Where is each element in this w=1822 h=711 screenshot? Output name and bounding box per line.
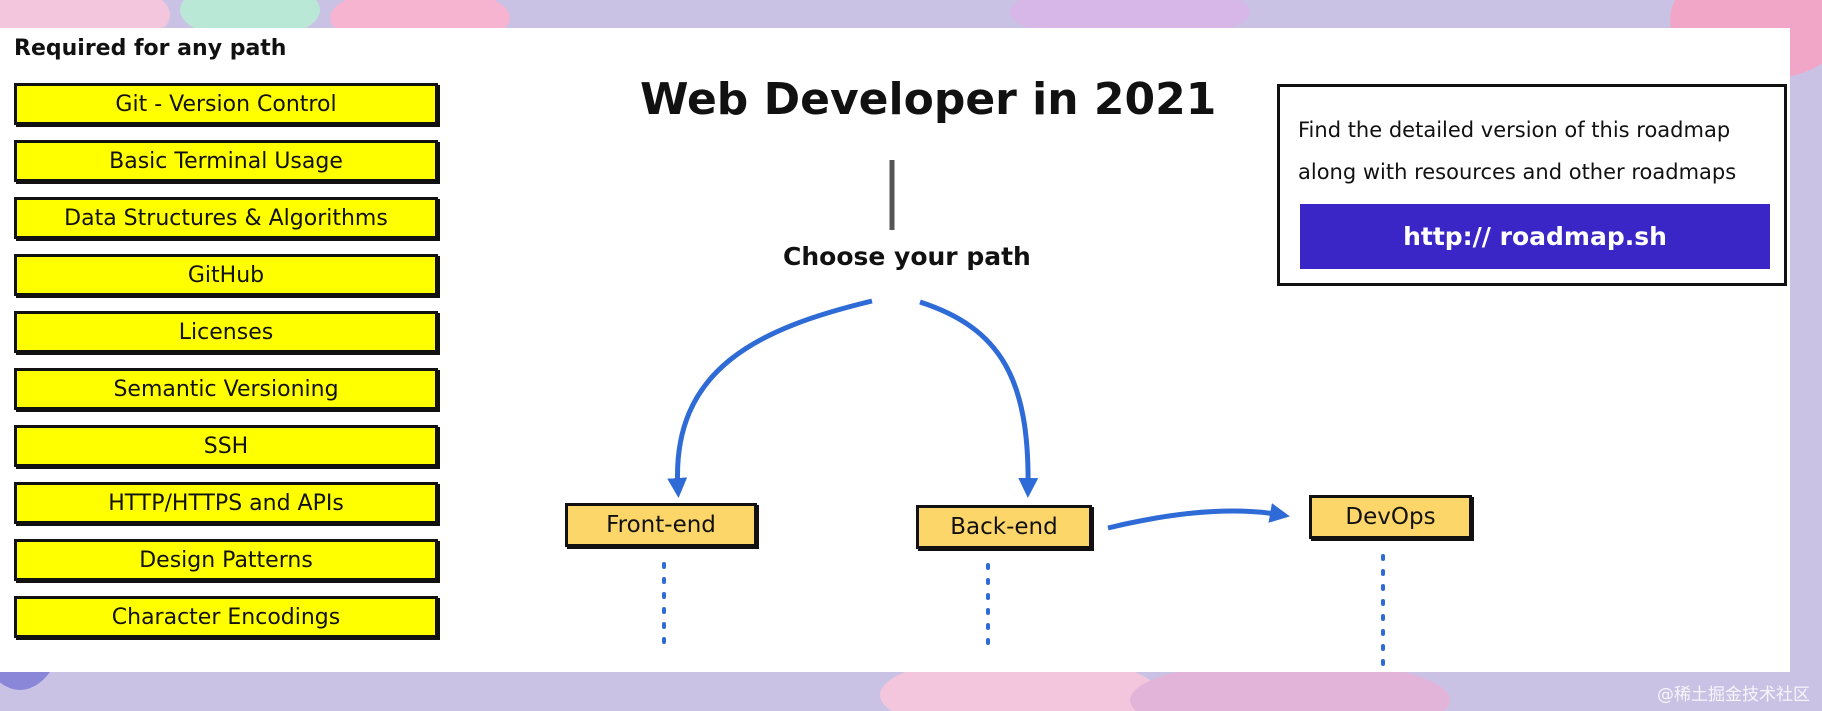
info-text: Find the detailed version of this roadma… (1298, 109, 1778, 193)
topic-licenses[interactable]: Licenses (14, 311, 438, 353)
topic-design-patterns[interactable]: Design Patterns (14, 539, 438, 581)
topic-data-structures[interactable]: Data Structures & Algorithms (14, 197, 438, 239)
arrow-to-devops (1107, 503, 1290, 531)
topic-git[interactable]: Git - Version Control (14, 83, 438, 125)
roadmap-link-button[interactable]: http:// roadmap.sh (1300, 204, 1770, 269)
topic-semantic-versioning[interactable]: Semantic Versioning (14, 368, 438, 410)
watermark: @稀土掘金技术社区 (1657, 685, 1810, 705)
roadmap-title: Web Developer in 2021 (640, 74, 1217, 125)
arrow-to-backend (919, 299, 1039, 498)
required-section-heading: Required for any path (14, 36, 287, 61)
topic-terminal[interactable]: Basic Terminal Usage (14, 140, 438, 182)
topic-github[interactable]: GitHub (14, 254, 438, 296)
info-line-1: Find the detailed version of this roadma… (1298, 118, 1731, 142)
info-line-2: along with resources and other roadmaps (1298, 160, 1737, 184)
path-backend[interactable]: Back-end (916, 505, 1092, 549)
required-topics-list: Git - Version Control Basic Terminal Usa… (14, 83, 438, 653)
path-frontend[interactable]: Front-end (565, 503, 757, 547)
path-devops[interactable]: DevOps (1309, 495, 1472, 539)
info-box: Find the detailed version of this roadma… (1277, 84, 1787, 286)
choose-path-label: Choose your path (783, 242, 1031, 271)
topic-http-apis[interactable]: HTTP/HTTPS and APIs (14, 482, 438, 524)
topic-character-encodings[interactable]: Character Encodings (14, 596, 438, 638)
arrow-to-frontend (667, 298, 873, 498)
path-connectors (662, 160, 1385, 666)
topic-ssh[interactable]: SSH (14, 425, 438, 467)
roadmap-canvas: Required for any path Git - Version Cont… (0, 28, 1790, 672)
